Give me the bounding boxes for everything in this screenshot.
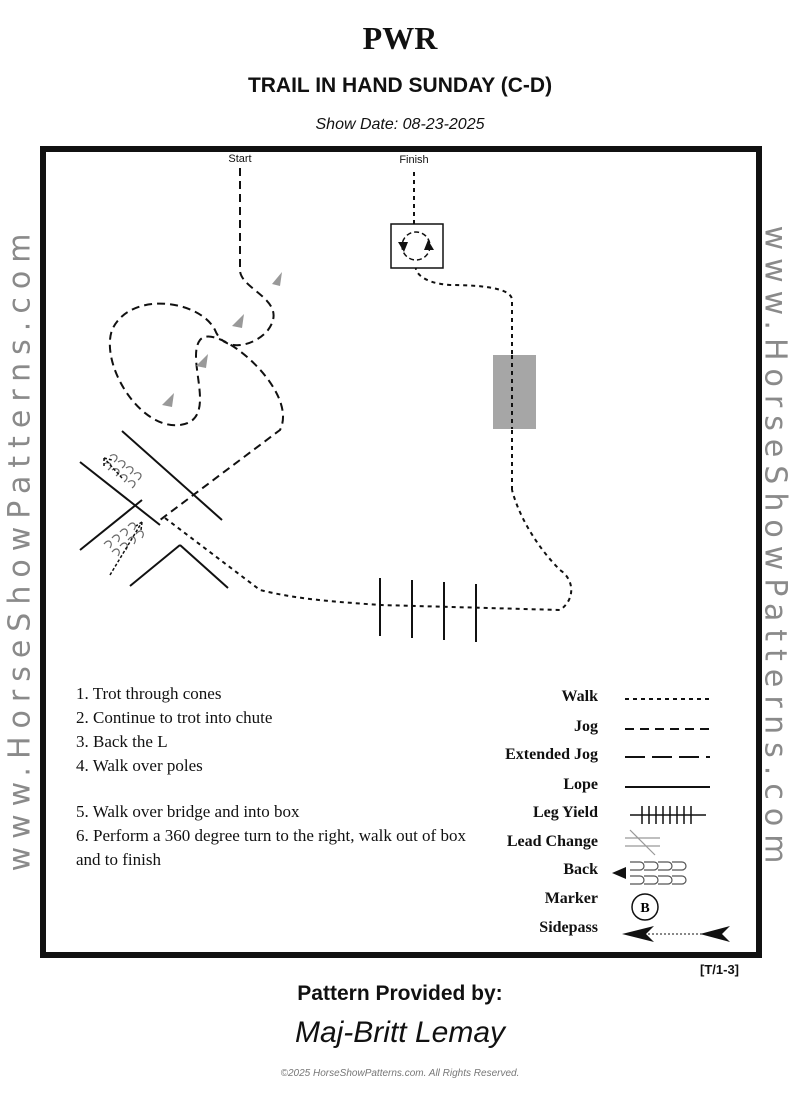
legend-extended-jog-label: Extended Jog	[505, 746, 598, 763]
turn-box	[390, 223, 444, 269]
finish-label: Finish	[399, 154, 428, 166]
copyright-notice: ©2025 HorseShowPatterns.com. All Rights …	[280, 1068, 520, 1079]
instruction-step: 5. Walk over bridge and into box	[76, 802, 300, 821]
legend-sidepass-label: Sidepass	[539, 919, 598, 936]
cone-icon	[196, 354, 208, 368]
instruction-step: 6. Perform a 360 degree turn to the righ…	[76, 826, 466, 869]
walk-path-poles	[164, 489, 573, 612]
marker-icon	[631, 893, 659, 921]
turn-arrow-icon	[424, 240, 434, 250]
chute-rail	[179, 544, 229, 589]
legend-back-label: Back	[563, 861, 598, 878]
marker-letter: B	[640, 901, 649, 916]
legend-lead-change-label: Lead Change	[506, 833, 598, 850]
class-title: TRAIL IN HAND SUNDAY (C-D)	[247, 74, 553, 97]
chute-rail	[79, 461, 161, 526]
instruction-step: 1. Trot through cones	[76, 684, 222, 703]
legend-leg-yield-label: Leg Yield	[532, 804, 598, 821]
walk-path-finish	[414, 267, 513, 490]
legend-jog-label: Jog	[574, 718, 598, 735]
chute-rail	[79, 499, 143, 551]
back-icon	[630, 861, 687, 885]
back-marks-lower	[103, 522, 144, 557]
lead-change-icon	[625, 829, 660, 856]
sidepass-icon	[622, 926, 730, 942]
cone-icon	[162, 393, 174, 407]
chute-rail	[129, 544, 181, 587]
start-label: Start	[228, 153, 251, 165]
provided-by-heading: Pattern Provided by:	[297, 982, 503, 1005]
cone-icon	[272, 272, 282, 286]
watermark-left: www.HorseShowPatterns.com	[2, 225, 38, 871]
legend-walk-label: Walk	[561, 688, 598, 705]
back-marks-upper	[103, 454, 142, 489]
leg-yield-icon	[630, 806, 706, 824]
pattern-diagram: Start Finish	[79, 153, 730, 942]
arena-frame	[40, 146, 762, 958]
author-name: Maj-Britt Lemay	[294, 1016, 506, 1049]
back-arrow-icon	[103, 457, 123, 479]
instruction-step: 2. Continue to trot into chute	[76, 708, 273, 727]
back-arrow-icon	[109, 521, 143, 576]
instruction-step: 4. Walk over poles	[76, 756, 203, 775]
instructions-list: 1. Trot through cones 2. Continue to tro…	[76, 682, 476, 872]
turn-arrow-icon	[398, 242, 408, 252]
legend-lope-label: Lope	[563, 776, 598, 793]
pattern-code: [T/1-3]	[700, 962, 739, 977]
jog-path-start	[108, 168, 284, 521]
bridge	[493, 355, 536, 429]
back-arrow-legend-icon	[612, 867, 626, 879]
organization-title: PWR	[362, 20, 438, 56]
show-date: Show Date: 08-23-2025	[315, 116, 485, 133]
legend-marker-label: Marker	[544, 890, 598, 907]
instruction-step: 3. Back the L	[76, 732, 168, 751]
chute-rail	[121, 430, 223, 521]
watermark-right: www.HorseShowPatterns.com	[757, 225, 793, 871]
cone-icon	[232, 314, 244, 328]
